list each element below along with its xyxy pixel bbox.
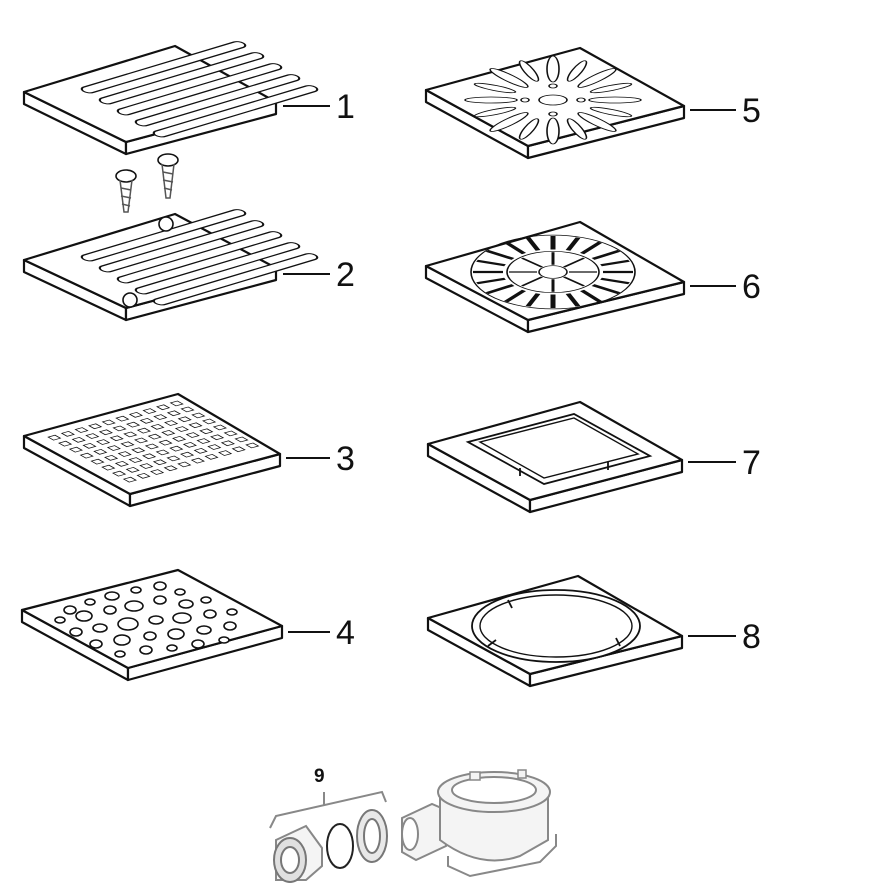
callout-8: 8	[742, 618, 761, 656]
assembly-9-drain-body: 9	[269, 766, 557, 883]
callout-6: 6	[742, 268, 761, 306]
nut-icon	[273, 824, 323, 883]
washer-icon	[356, 809, 388, 863]
part-7-square-frame: 7	[426, 400, 761, 514]
callout-4: 4	[336, 614, 355, 652]
callout-2: 2	[336, 256, 355, 294]
part-3-grid-grate: 3	[22, 392, 355, 508]
drain-body-icon	[401, 769, 557, 878]
callout-3: 3	[336, 440, 355, 478]
part-5-radial-petal-grate: 5	[424, 46, 761, 160]
part-1-slotted-grate: 1	[22, 41, 355, 156]
screws-icon	[115, 153, 179, 213]
o-ring-icon	[326, 823, 354, 869]
callout-7: 7	[742, 444, 761, 482]
callout-1: 1	[336, 88, 355, 126]
callout-9: 9	[314, 766, 325, 787]
part-2-slotted-grate: 2	[22, 209, 355, 322]
part-8-round-frame: 8	[426, 574, 761, 688]
part-4-perforated-grate: 4	[20, 568, 355, 682]
part-6-radial-spoke-grate: 6	[424, 220, 761, 334]
callout-5: 5	[742, 92, 761, 130]
